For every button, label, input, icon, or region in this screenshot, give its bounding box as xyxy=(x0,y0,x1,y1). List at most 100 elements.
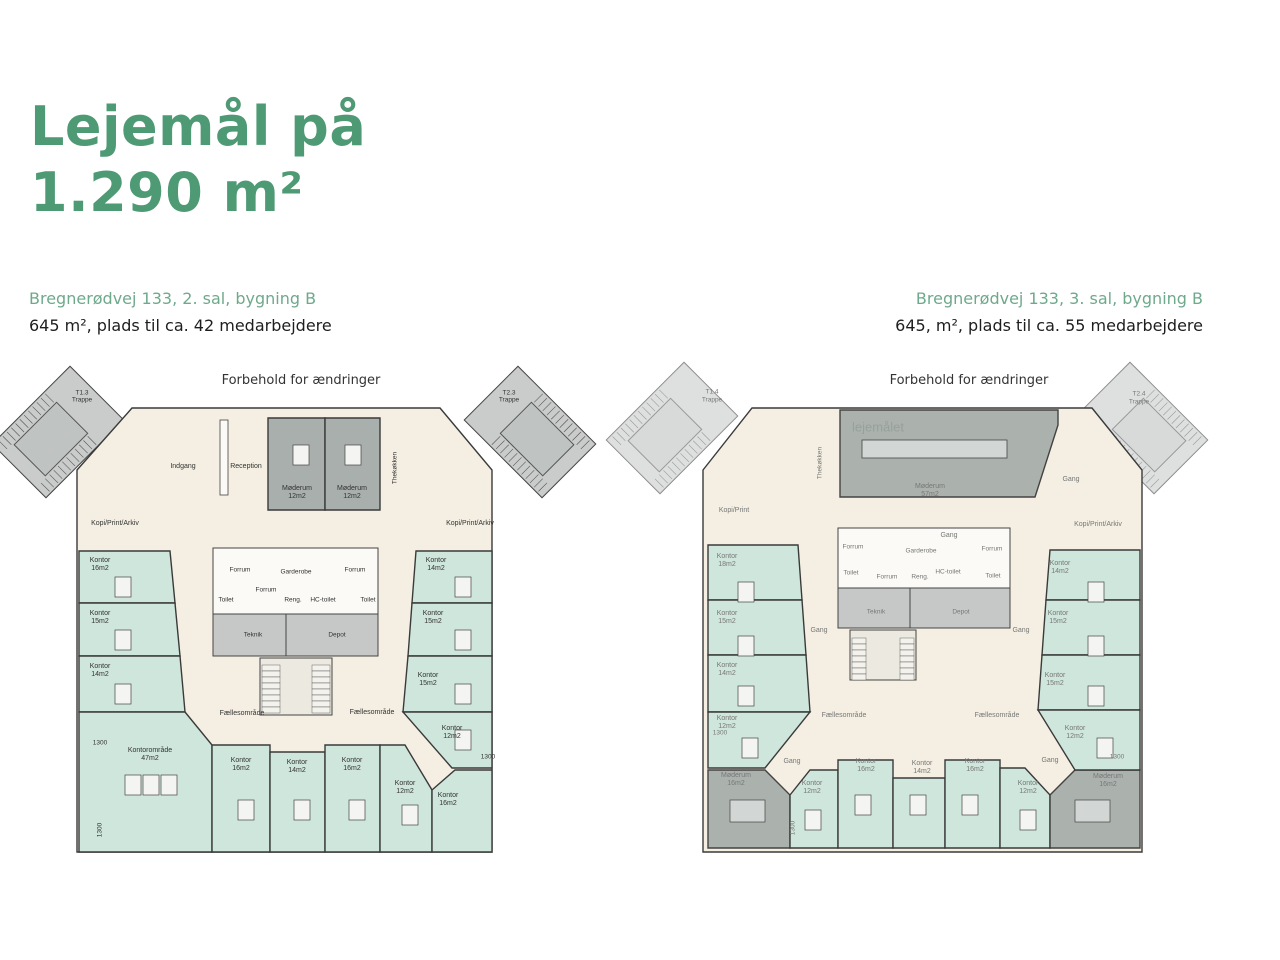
corridor-label: Gang xyxy=(940,531,958,539)
cleaning-label: Reng. xyxy=(911,573,929,581)
stair-step xyxy=(261,688,281,696)
dimension-label: 1300 xyxy=(1109,753,1125,761)
stair-step xyxy=(851,667,867,675)
meeting-table xyxy=(1074,799,1111,823)
plan-2-address: Bregnerødvej 133, 2. sal, bygning B xyxy=(29,289,317,308)
stair-step xyxy=(851,661,867,669)
stair-step xyxy=(261,664,281,672)
stair-label: Trappe xyxy=(701,396,723,404)
stair-step xyxy=(899,667,915,675)
room-area: 12m2 xyxy=(396,788,414,795)
lobby-label: Forrum xyxy=(229,566,251,574)
stair-step xyxy=(311,706,331,714)
desk xyxy=(160,774,178,796)
room-name: Kontor xyxy=(1049,559,1071,567)
floor-outline-3-sal xyxy=(702,407,1143,853)
corridor-label: Gang xyxy=(1041,756,1059,764)
stair-step xyxy=(851,643,867,651)
room-name: Kontor xyxy=(89,609,111,617)
room-area: 14m2 xyxy=(427,565,445,572)
desk xyxy=(454,629,472,651)
stair-step xyxy=(261,706,281,714)
desk xyxy=(344,444,362,466)
room-name: Kontor xyxy=(341,756,363,764)
stair-step xyxy=(851,637,867,645)
room-name: Kontor xyxy=(417,671,439,679)
core-wc-area xyxy=(212,547,379,615)
dimension-label: 1300 xyxy=(480,753,496,761)
room-name: Kontor xyxy=(1017,779,1039,787)
desk xyxy=(1019,809,1037,831)
plan-3-disclaimer: Forbehold for ændringer xyxy=(889,373,1049,388)
corridor-label: Gang xyxy=(1012,626,1030,634)
desk xyxy=(1087,685,1105,707)
common-area-label: Fællesområde xyxy=(821,711,867,719)
room-name: Kontorområde xyxy=(127,746,173,754)
room-name: Kontor xyxy=(911,759,933,767)
desk xyxy=(909,794,927,816)
room-name: Kontor xyxy=(286,758,308,766)
room-name: Kontor xyxy=(437,791,459,799)
stair-label: Trappe xyxy=(1128,398,1150,406)
desk xyxy=(454,576,472,598)
room-name: Kontor xyxy=(89,556,111,564)
stair-label: Trappe xyxy=(71,396,93,404)
stair-label: Trappe xyxy=(498,396,520,404)
stair-step xyxy=(261,682,281,690)
stair-step xyxy=(851,649,867,657)
desk xyxy=(142,774,160,796)
toilet-label: Toilet xyxy=(843,569,859,577)
tech-label: Teknik xyxy=(866,608,886,616)
hc-toilet-label: HC-toilet xyxy=(935,568,961,576)
stair-step xyxy=(899,649,915,657)
room-area: 16m2 xyxy=(966,766,984,773)
room-area: 16m2 xyxy=(232,765,250,772)
stair-step xyxy=(261,700,281,708)
room-name: Møderum xyxy=(1093,772,1123,780)
page-title-line2: 1.290 m² xyxy=(30,161,304,224)
wardrobe-label: Garderobe xyxy=(280,568,312,576)
stair-label: T2.4 xyxy=(1132,390,1146,398)
core-wc-area xyxy=(837,527,1011,589)
desk xyxy=(454,683,472,705)
desk xyxy=(1087,635,1105,657)
lejemaalet-watermark: lejemålet xyxy=(851,419,905,435)
desk xyxy=(804,809,822,831)
room-area: 15m2 xyxy=(419,680,437,687)
room-name: Kontor xyxy=(1044,671,1066,679)
stair-step xyxy=(899,637,915,645)
desk xyxy=(961,794,979,816)
desk xyxy=(737,581,755,603)
desk xyxy=(237,799,255,821)
stair-step xyxy=(899,643,915,651)
room-name: Kontor xyxy=(855,757,877,765)
stair-step xyxy=(261,670,281,678)
plan-3-address: Bregnerødvej 133, 3. sal, bygning B xyxy=(915,289,1203,308)
room-name: Kontor xyxy=(394,779,416,787)
office-room xyxy=(402,655,493,713)
office-room xyxy=(411,550,493,604)
room-area: 16m2 xyxy=(1099,781,1117,788)
room-area: 16m2 xyxy=(439,800,457,807)
tech-label: Teknik xyxy=(243,631,263,639)
office-room xyxy=(407,602,493,657)
storage-label: Depot xyxy=(952,608,970,616)
room-area: 14m2 xyxy=(91,671,109,678)
room-area: 18m2 xyxy=(718,561,736,568)
stair-step xyxy=(311,664,331,672)
stair-step xyxy=(899,673,915,681)
stair-label: T1.4 xyxy=(705,388,719,396)
copy-room-label: Kopi/Print/Arkiv xyxy=(91,519,139,527)
